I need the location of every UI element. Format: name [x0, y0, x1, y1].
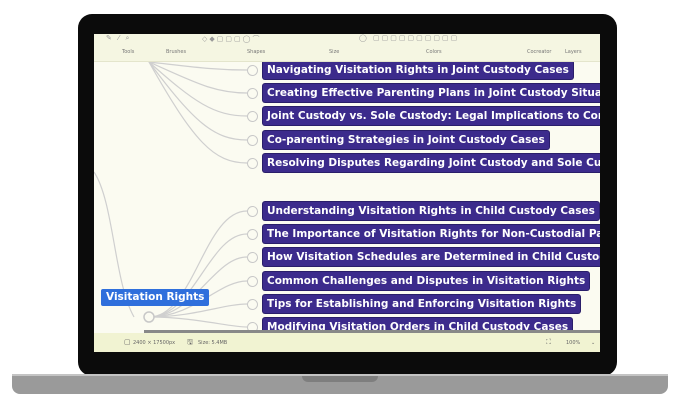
zoom-dropdown-chevron-icon[interactable]: ⌄ [591, 340, 596, 346]
node-handle[interactable] [247, 299, 258, 310]
connector-lines [94, 62, 248, 328]
node-handle[interactable] [247, 65, 258, 76]
file-size: Size: 5.4MB [198, 340, 228, 346]
mindmap-node[interactable]: Co-parenting Strategies in Joint Custody… [263, 131, 549, 149]
node-handle[interactable] [247, 229, 258, 240]
mindmap-node[interactable]: Joint Custody vs. Sole Custody: Legal Im… [263, 107, 600, 125]
node-handle[interactable] [247, 206, 258, 217]
fit-to-window-icon[interactable]: ⛶ [546, 338, 551, 346]
colors-swatches[interactable]: ◯ ▢▢▢▢▢▢▢▢▢▢ [359, 34, 460, 42]
root-node-visitation-rights[interactable]: Visitation Rights [101, 289, 210, 306]
tools-group[interactable]: Tools [122, 49, 135, 55]
mindmap-node[interactable]: Resolving Disputes Regarding Joint Custo… [263, 154, 600, 172]
node-handle[interactable] [247, 88, 258, 99]
laptop-notch [302, 376, 378, 382]
shapes-icons[interactable]: ◇◆▢▢▢◯⌒ [202, 35, 262, 43]
brushes-group[interactable]: Brushes [166, 49, 187, 55]
cocreator-button[interactable]: Cocreator [527, 49, 552, 55]
mindmap-node[interactable]: Navigating Visitation Rights in Joint Cu… [263, 62, 573, 79]
mindmap-node[interactable]: How Visitation Schedules are Determined … [263, 248, 600, 266]
shapes-group[interactable]: Shapes [247, 49, 266, 55]
node-handle[interactable] [247, 276, 258, 287]
colors-group[interactable]: Colors [426, 49, 442, 55]
canvas-size-icon: ▢ [124, 338, 131, 346]
laptop-base [12, 376, 668, 394]
size-group[interactable]: Size [329, 49, 340, 55]
status-bar: ▢ 2400 × 17500px 🖫 Size: 5.4MB ⛶ 100% ⌄ [94, 333, 600, 352]
node-handle[interactable] [247, 111, 258, 122]
paint-app-window: ✎ ⁄ ⌕ ◇◆▢▢▢◯⌒ ◯ ▢▢▢▢▢▢▢▢▢▢ Tools Brushes… [94, 34, 600, 352]
tools-icons[interactable]: ✎ ⁄ ⌕ [106, 34, 132, 42]
zoom-level[interactable]: 100% [566, 340, 581, 346]
node-handle[interactable] [247, 158, 258, 169]
mindmap-node[interactable]: Creating Effective Parenting Plans in Jo… [263, 84, 600, 102]
mindmap-node[interactable]: The Importance of Visitation Rights for … [263, 225, 600, 243]
node-handle[interactable] [247, 135, 258, 146]
save-icon: 🖫 [187, 338, 193, 346]
mindmap-node[interactable]: Tips for Establishing and Enforcing Visi… [263, 295, 581, 313]
canvas-dimensions: 2400 × 17500px [133, 340, 176, 346]
drawing-canvas[interactable]: Navigating Visitation Rights in Joint Cu… [94, 62, 600, 333]
mindmap-node[interactable]: Common Challenges and Disputes in Visita… [263, 272, 590, 290]
layers-button[interactable]: Layers [565, 49, 582, 55]
ribbon-toolbar: ✎ ⁄ ⌕ ◇◆▢▢▢◯⌒ ◯ ▢▢▢▢▢▢▢▢▢▢ Tools Brushes… [94, 34, 600, 62]
node-handle[interactable] [247, 252, 258, 263]
mindmap-node[interactable]: Understanding Visitation Rights in Child… [263, 202, 599, 220]
horizontal-scrollbar[interactable] [144, 330, 600, 333]
